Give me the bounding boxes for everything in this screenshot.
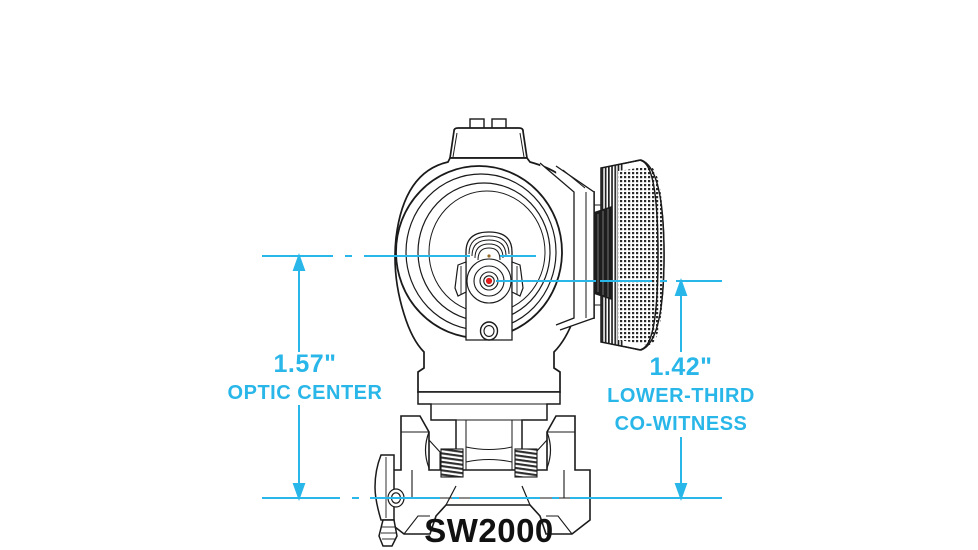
mount-screw-hole xyxy=(479,321,499,341)
ocular-ring-outline xyxy=(600,159,665,351)
optic-hood xyxy=(449,127,528,159)
cross-bolt-right xyxy=(514,448,538,478)
hood-inner-line xyxy=(452,132,525,158)
dimension-arrow-right xyxy=(674,278,688,501)
reticle-side-claws xyxy=(454,261,524,297)
right-dimension-value: 1.42" xyxy=(649,353,712,381)
right-dimension-label-line2: CO-WITNESS xyxy=(615,413,748,435)
mount-clamp-arcs xyxy=(424,431,552,506)
brand-label: SW2000 xyxy=(424,512,554,549)
reticle-housing-rings xyxy=(468,235,510,261)
dimension-arrow-left xyxy=(292,253,306,501)
qd-lever-lines xyxy=(381,457,396,540)
right-dimension-label-line1: LOWER-THIRD xyxy=(607,385,755,407)
reticle-red-dot xyxy=(485,277,493,285)
left-dimension-label: OPTIC CENTER xyxy=(228,382,383,404)
qd-lever xyxy=(374,454,398,547)
reticle-upper-mark xyxy=(487,254,491,258)
cross-bolt-left xyxy=(440,448,464,478)
left-dimension-value: 1.57" xyxy=(273,350,336,378)
ocular-knurl-checker xyxy=(618,166,664,345)
